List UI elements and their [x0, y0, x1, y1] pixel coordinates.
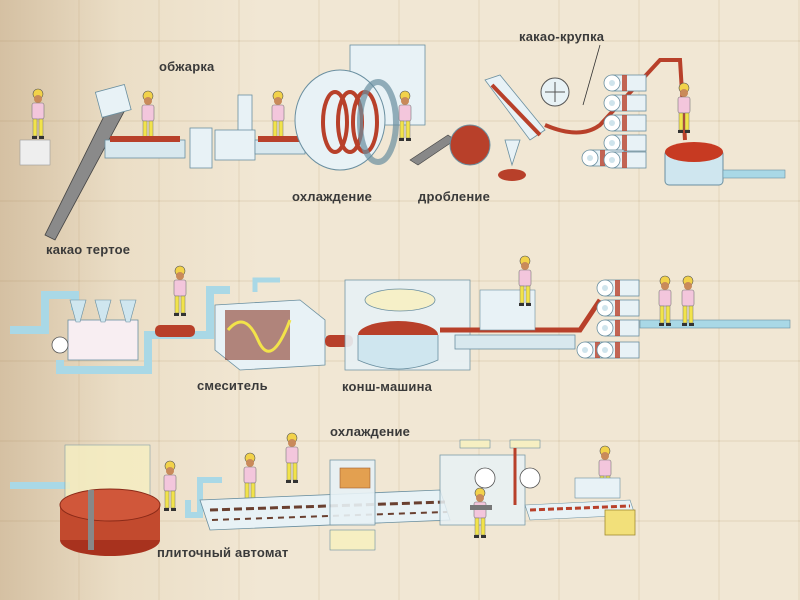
nib-flow: [490, 83, 542, 137]
beans-on-conveyor: [258, 136, 303, 142]
wrapping-machine: [439, 439, 541, 526]
roaster: [189, 127, 213, 169]
roaster-body: [214, 129, 256, 161]
row-1-roasting-line: [19, 44, 786, 241]
tempering-kettle: [59, 488, 161, 556]
pipe: [56, 286, 230, 374]
conveyor: [254, 139, 306, 155]
label-roasting: обжарка: [159, 59, 215, 74]
conche-machine: [344, 279, 471, 371]
label-mixer: смеситель: [197, 378, 268, 393]
cooling-drum: [294, 44, 426, 171]
label-cooling-1: охлаждение: [292, 189, 373, 204]
label-conche: конш-машина: [342, 379, 433, 394]
bean-elevator-conveyor: [44, 99, 126, 241]
mixer-machine: [214, 277, 326, 371]
dosing-funnel: [119, 299, 137, 323]
worker: [173, 265, 187, 317]
chute: [409, 134, 456, 166]
worker: [285, 432, 299, 484]
dosing-funnel: [69, 299, 87, 323]
worker: [243, 452, 257, 504]
liquor-tank-station: [67, 319, 139, 361]
nib-flow-to-mill: [544, 58, 687, 141]
dosing-funnel: [94, 299, 112, 323]
cocoa-nib-pile: [498, 169, 526, 181]
winnower-funnel: [504, 139, 521, 167]
cocoa-bean-sacks: [19, 139, 51, 166]
worker: [658, 275, 672, 327]
pipe: [10, 482, 70, 489]
packing-box: [604, 509, 636, 536]
label-cocoa-nibs: какао-крупка: [519, 29, 605, 44]
worker: [141, 90, 155, 142]
pipe: [10, 291, 79, 334]
row-3-molding-line: [10, 432, 636, 556]
label-tablet-machine: плиточный автомат: [157, 545, 289, 560]
pipe: [722, 169, 786, 179]
worker: [398, 90, 412, 142]
operator-table: [470, 505, 492, 510]
liquor-in-pipe: [155, 325, 195, 337]
worker: [681, 275, 695, 327]
roasted-beans: [110, 136, 180, 142]
worker: [271, 90, 285, 142]
bean-hopper: [94, 84, 132, 118]
label-crushing: дробление: [418, 189, 491, 204]
packing-station: [574, 477, 621, 499]
pipe: [639, 319, 791, 329]
wrapped-bars: [529, 504, 631, 512]
tablet-molding-conveyor: [199, 489, 451, 531]
pressure-gauge: [51, 336, 69, 354]
grinding-mill-rollers: [581, 74, 647, 169]
label-cooling-2: охлаждение: [330, 424, 411, 439]
worker: [31, 88, 45, 140]
row-2-mixing-conching-line: [10, 255, 791, 374]
crusher: [449, 124, 491, 166]
cocoa-liquor: [665, 142, 723, 162]
worker: [163, 460, 177, 512]
roasting-conveyor: [104, 139, 186, 159]
conveyor: [454, 334, 576, 350]
worker: [473, 487, 487, 539]
cocoa-nibs-pointer-line: [582, 44, 601, 106]
label-cocoa-liquor: какао тертое: [46, 242, 131, 257]
cooling-chamber: [329, 459, 376, 551]
pipe: [185, 477, 222, 518]
